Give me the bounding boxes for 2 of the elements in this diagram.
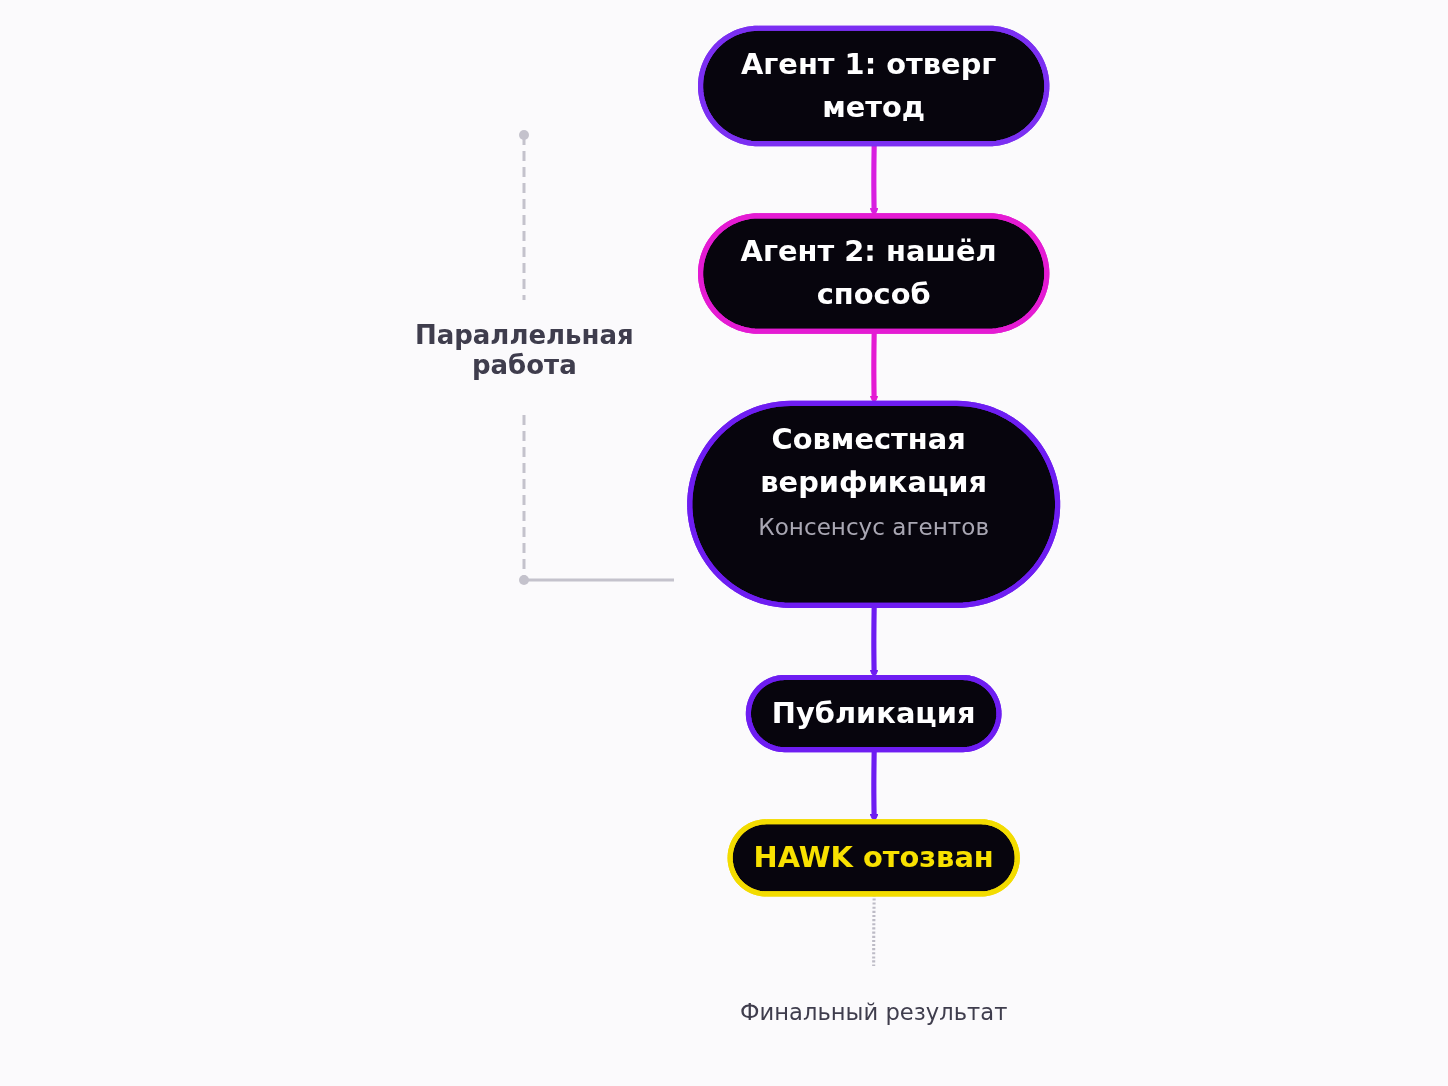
node-text: Финальный результат — [740, 999, 1008, 1025]
annotation-label: Параллельная работа — [413, 320, 635, 380]
